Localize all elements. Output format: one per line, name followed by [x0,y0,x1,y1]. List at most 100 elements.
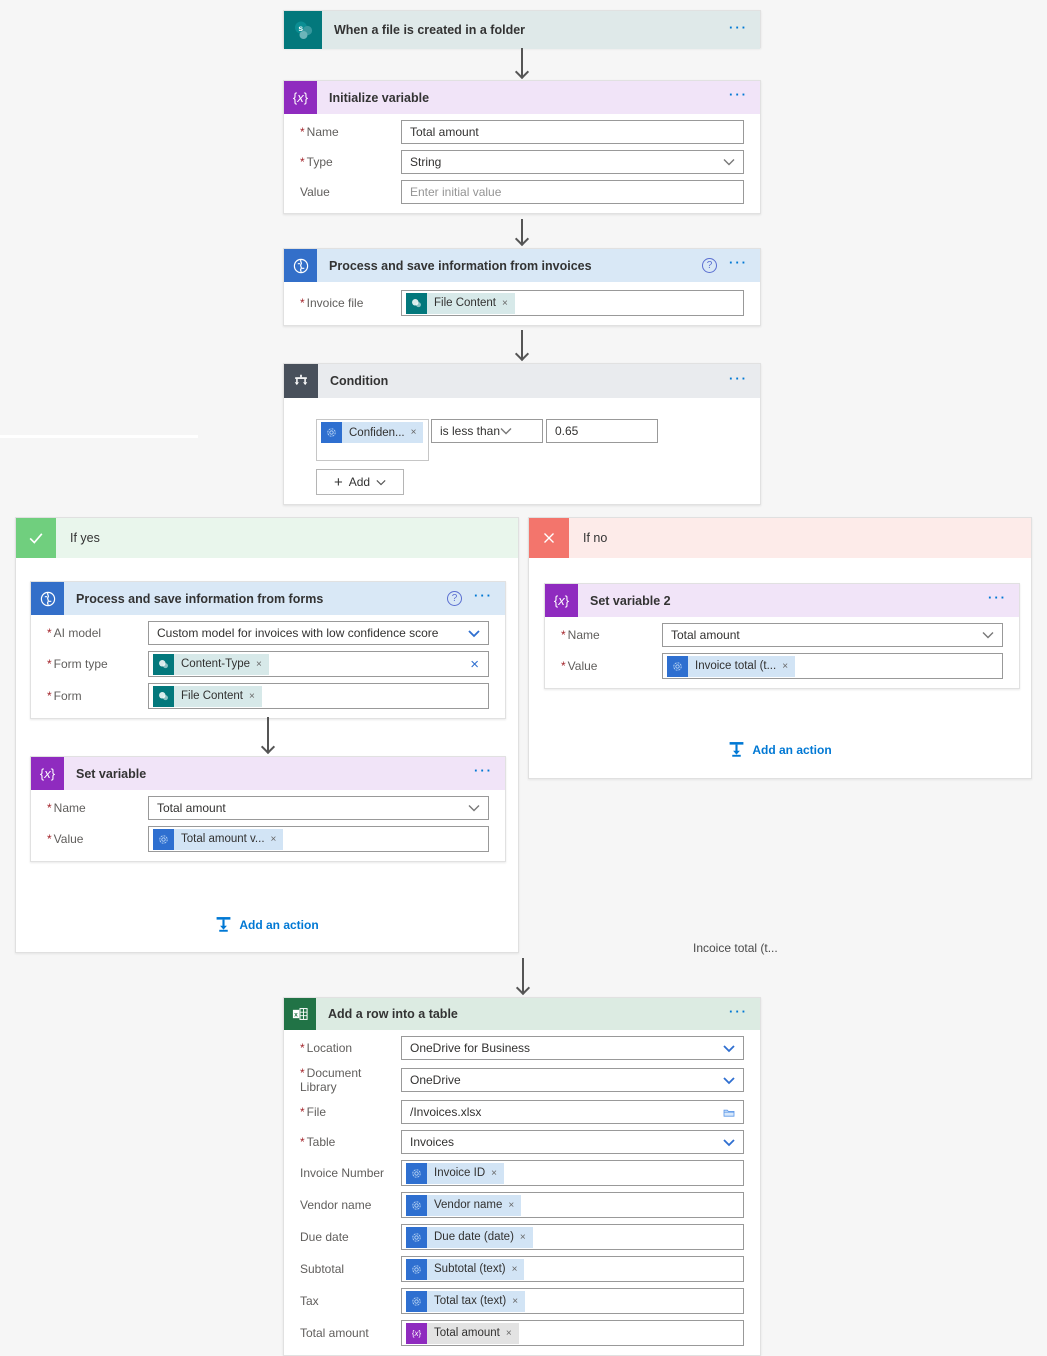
menu-ellipsis-icon[interactable]: ··· [729,1003,748,1019]
total-tax-pill[interactable]: Total tax (text)× [406,1290,526,1312]
vendor-name-pill[interactable]: Vendor name× [406,1194,522,1216]
table-label: *Table [300,1135,336,1149]
ai-builder-icon [406,1290,427,1312]
x-icon [529,518,569,558]
folder-browse-icon[interactable] [723,1106,735,1119]
add-row-header[interactable]: x Add a row into a table ··· [284,998,760,1030]
remove-icon[interactable]: × [505,1327,512,1339]
set-variable-2-name-select[interactable]: Total amount [662,623,1003,647]
ai-builder-icon [406,1226,427,1248]
condition-operator-select[interactable]: is less than [431,419,543,443]
process-forms-header[interactable]: Process and save information from forms … [31,582,505,615]
form-type-label: *Form type [47,657,108,671]
invoice-number-field[interactable]: Invoice ID× [401,1160,744,1186]
invoice-total-pill[interactable]: Invoice total (t...× [667,655,796,677]
variable-icon: {x} [31,757,64,790]
process-invoices-title: Process and save information from invoic… [329,258,592,273]
remove-icon[interactable]: × [508,1199,515,1211]
invoice-number-label: Invoice Number [300,1166,385,1180]
document-library-select[interactable]: OneDrive [401,1068,744,1092]
invoice-file-field[interactable]: File Content× [401,290,744,316]
remove-icon[interactable]: × [512,1295,519,1307]
due-date-pill[interactable]: Due date (date)× [406,1226,533,1248]
total-amount-pill[interactable]: {x} Total amount× [406,1322,519,1344]
menu-ellipsis-icon[interactable]: ··· [729,370,748,386]
value-label: Value [300,185,330,199]
svg-text:x: x [294,1012,298,1019]
remove-icon[interactable]: × [410,427,417,438]
name-label: *Name [47,801,86,815]
remove-icon[interactable]: × [491,1167,497,1179]
subtotal-field[interactable]: Subtotal (text)× [401,1256,744,1282]
total-amount-field[interactable]: {x} Total amount× [401,1320,744,1346]
condition-add-button[interactable]: + Add [316,469,404,495]
if-no-label: If no [583,531,608,545]
add-action-button[interactable]: Add an action [16,916,518,933]
variable-type-select[interactable]: String [401,150,744,174]
add-action-button[interactable]: Add an action [529,741,1031,758]
remove-icon[interactable]: × [519,1231,526,1243]
table-select[interactable]: Invoices [401,1130,744,1154]
confidence-pill[interactable]: Confiden...× [321,422,426,443]
location-select[interactable]: OneDrive for Business [401,1036,744,1060]
menu-ellipsis-icon[interactable]: ··· [729,87,748,102]
type-label: *Type [300,155,333,169]
invoice-id-pill[interactable]: Invoice ID× [406,1162,504,1184]
form-field[interactable]: File Content× [148,683,489,709]
remove-icon[interactable]: × [270,833,277,845]
set-variable-header[interactable]: {x} Set variable ··· [31,757,505,790]
form-type-field[interactable]: Content-Type× × [148,651,489,677]
set-variable-value-field[interactable]: Total amount v...× [148,826,489,852]
document-library-label: *Document Library [300,1066,362,1094]
menu-ellipsis-icon[interactable]: ··· [729,255,748,270]
sharepoint-icon [153,685,174,707]
clear-icon[interactable]: × [470,655,479,673]
due-date-label: Due date [300,1230,349,1244]
trigger-card-header[interactable]: s When a file is created in a folder ··· [284,11,760,49]
tax-label: Tax [300,1294,319,1308]
chevron-down-icon [723,1138,735,1146]
condition-operand-field[interactable]: Confiden...× [316,419,429,461]
ai-builder-icon [153,828,174,850]
excel-icon: x [284,998,316,1030]
ai-builder-icon [406,1194,427,1216]
process-invoices-header[interactable]: Process and save information from invoic… [284,249,760,282]
trigger-title: When a file is created in a folder [334,23,526,37]
set-variable-2-header[interactable]: {x} Set variable 2 ··· [545,584,1019,617]
set-variable-2-value-field[interactable]: Invoice total (t...× [662,653,1003,679]
remove-icon[interactable]: × [511,1263,518,1275]
sharepoint-icon: s [284,11,322,49]
file-content-pill[interactable]: File Content× [153,685,262,707]
help-icon[interactable]: ? [702,258,717,273]
ai-builder-icon [406,1258,427,1280]
vendor-name-field[interactable]: Vendor name× [401,1192,744,1218]
file-content-pill[interactable]: File Content× [406,292,515,314]
menu-ellipsis-icon[interactable]: ··· [474,588,493,603]
file-input[interactable]: /Invoices.xlsx [401,1100,744,1124]
total-amount-value-pill[interactable]: Total amount v...× [153,828,284,850]
variable-name-input[interactable]: Total amount [401,120,744,144]
file-label: *File [300,1105,327,1119]
chevron-down-icon [468,805,480,812]
menu-ellipsis-icon[interactable]: ··· [729,19,748,35]
content-type-pill[interactable]: Content-Type× [153,653,269,675]
process-forms-title: Process and save information from forms [76,591,324,606]
menu-ellipsis-icon[interactable]: ··· [474,763,493,778]
tax-field[interactable]: Total tax (text)× [401,1288,744,1314]
help-icon[interactable]: ? [447,591,462,606]
initialize-variable-header[interactable]: {x} Initialize variable ··· [284,81,760,114]
remove-icon[interactable]: × [782,660,789,672]
condition-header[interactable]: Condition ··· [284,364,760,398]
condition-value-input[interactable]: 0.65 [546,419,658,443]
variable-value-input[interactable]: Enter initial value [401,180,744,204]
remove-icon[interactable]: × [502,297,508,309]
set-variable-name-select[interactable]: Total amount [148,796,489,820]
remove-icon[interactable]: × [256,658,262,670]
menu-ellipsis-icon[interactable]: ··· [988,590,1007,605]
ai-model-select[interactable]: Custom model for invoices with low confi… [148,621,489,645]
due-date-field[interactable]: Due date (date)× [401,1224,744,1250]
remove-icon[interactable]: × [249,690,255,702]
plus-icon: + [333,473,343,491]
subtotal-pill[interactable]: Subtotal (text)× [406,1258,525,1280]
